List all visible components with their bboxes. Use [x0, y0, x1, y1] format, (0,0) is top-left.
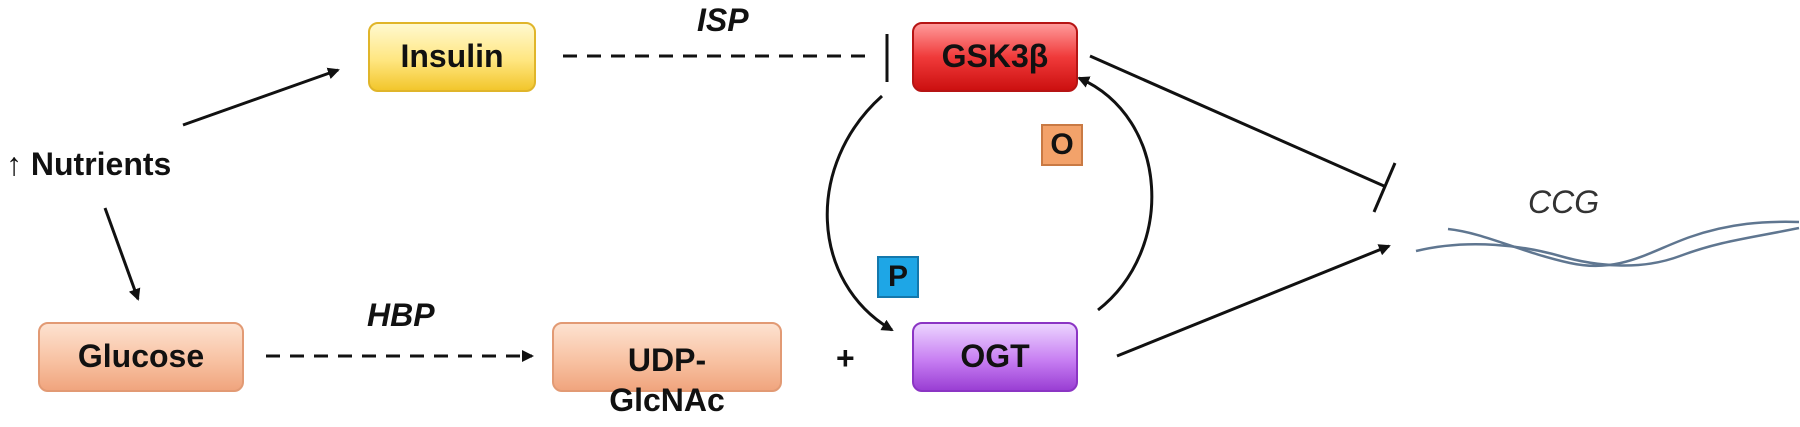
- ogt-to-gsk3b-o-glcnac-arc: [1077, 76, 1154, 312]
- udp-glcnac-node: [552, 322, 782, 392]
- gsk3b-node: GSK3β: [912, 22, 1078, 92]
- ogt-node: OGT: [912, 322, 1078, 392]
- insulin-label: Insulin: [400, 38, 504, 75]
- udp-glcnac-line-2: GlcNAc: [609, 382, 725, 418]
- ccg-label: CCG: [1528, 184, 1600, 220]
- nutrients-to-glucose-arrow: [103, 207, 141, 301]
- o-glcnac-badge: O: [1041, 124, 1083, 166]
- isp-label: ISP: [697, 2, 749, 38]
- nutrients-to-insulin-arrow: [182, 67, 340, 127]
- gsk3b-label: GSK3β: [941, 38, 1049, 75]
- gsk3b-to-ccg-inhibition-line: [1089, 54, 1385, 188]
- glucose-node: Glucose: [38, 322, 244, 392]
- ogt-to-ccg-arrow: [1116, 244, 1391, 358]
- dna-strand-2: [1447, 220, 1800, 268]
- udp-glcnac-label: UDP- GlcNAc: [552, 340, 782, 420]
- nutrients-label: ↑ Nutrients: [6, 146, 171, 182]
- plus-sign: +: [836, 340, 855, 376]
- increase-arrow-icon: ↑: [6, 146, 22, 182]
- ccg-inhibition-bar: [1372, 162, 1397, 213]
- hbp-label: HBP: [367, 297, 435, 333]
- gsk3b-to-ogt-phosphorylation-arc: [825, 94, 894, 332]
- glucose-label: Glucose: [77, 338, 205, 375]
- ogt-label: OGT: [960, 338, 1030, 375]
- nutrients-text: Nutrients: [30, 146, 172, 182]
- phosphorylation-badge: P: [877, 256, 919, 298]
- udp-glcnac-line-1: UDP-: [627, 342, 707, 378]
- insulin-node: Insulin: [368, 22, 536, 92]
